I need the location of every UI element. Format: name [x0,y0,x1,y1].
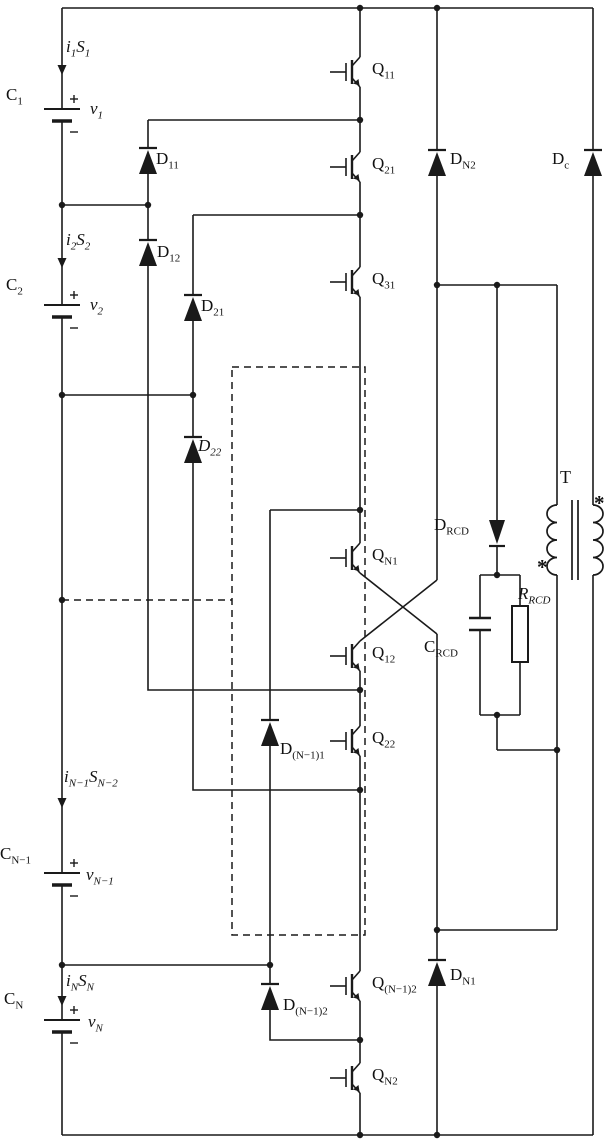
diode-d11 [137,146,159,176]
diode-dc [582,148,604,178]
label-resistor-rrcd: RRCD [518,584,551,607]
d11-d12-branch [147,119,360,691]
primary-bottom-link [437,575,558,931]
igbt-qn2 [328,1061,362,1095]
label-diode-dn1: DN1 [450,965,476,988]
label-current-i1: i1S1 [66,37,91,60]
label-current-in-1: iN−1SN−2 [64,767,118,790]
diode-dn-1-1 [259,718,281,748]
igbt-qn1 [328,541,362,575]
diode-dn1 [426,958,448,988]
igbt-q22 [328,724,362,758]
diode-dn2 [426,148,448,178]
polarity-dot-primary: * [537,555,548,579]
label-diode-dn2: DN2 [450,149,476,172]
current-arrow-i1 [57,65,67,75]
label-diode-d22: D22 [198,436,222,459]
label-diode-d11: D11 [156,149,179,172]
igbt-q21 [328,150,362,184]
diode-d12 [137,238,159,268]
label-current-in: iNSN [66,971,94,994]
transformer-t [546,500,604,580]
label-voltage-v2: v2 [90,295,104,318]
secondary-winding [592,504,604,576]
diode-dn-1-2 [259,982,281,1012]
label-diode-dn-1-2: D(N−1)2 [283,995,328,1018]
rcd-branch [479,285,557,751]
capacitor-crcd [469,616,491,632]
igbt-qn-1-2 [328,969,362,1003]
primary-winding [546,504,558,576]
label-current-i2: i2S2 [66,230,91,253]
label-igbt-q22: Q22 [372,728,396,751]
igbt-q12 [328,639,362,673]
label-igbt-q21: Q21 [372,154,396,177]
current-arrow-i2 [57,258,67,268]
dn11-dn12-branch [269,509,360,1041]
diode-d21 [182,293,204,323]
diode-drcd [489,520,505,548]
label-capacitor-c1: C1 [6,85,23,108]
cross-links [359,572,438,642]
junction-dots [58,4,561,1139]
current-arrow-in [57,996,67,1006]
label-igbt-qn1: QN1 [372,545,398,568]
label-diode-d21: D21 [201,296,225,319]
dashed-region [62,366,366,936]
label-transformer-t: T [560,467,571,487]
label-igbt-q12: Q12 [372,643,396,666]
label-capacitor-crcd: CRCD [424,637,458,660]
label-voltage-v1: v1 [90,99,104,122]
label-igbt-q11: Q11 [372,59,395,82]
label-diode-dn-1-1: D(N−1)1 [280,739,325,762]
label-diode-d12: D12 [157,242,181,265]
polarity-dot-secondary: * [594,491,605,515]
label-voltage-vn: vN [88,1012,103,1035]
label-igbt-qn2: QN2 [372,1065,398,1088]
label-capacitor-c2: C2 [6,275,23,298]
label-igbt-q31: Q31 [372,269,396,292]
label-voltage-vn-1: vN−1 [86,865,114,888]
igbt-q11 [328,55,362,89]
d21-d22-branch [192,214,360,791]
tap-lines [62,204,270,966]
resistor-rrcd [511,605,529,663]
label-diode-drcd: DRCD [434,515,469,538]
label-capacitor-cn-1: CN−1 [0,844,31,867]
wires [61,7,594,1136]
label-diode-dc: Dc [552,149,570,172]
label-capacitor-cn: CN [4,989,24,1012]
igbt-q31 [328,265,362,299]
label-igbt-qn-1-2: Q(N−1)2 [372,973,417,996]
current-arrow-in-1 [57,798,67,808]
dashed-box [231,366,366,936]
